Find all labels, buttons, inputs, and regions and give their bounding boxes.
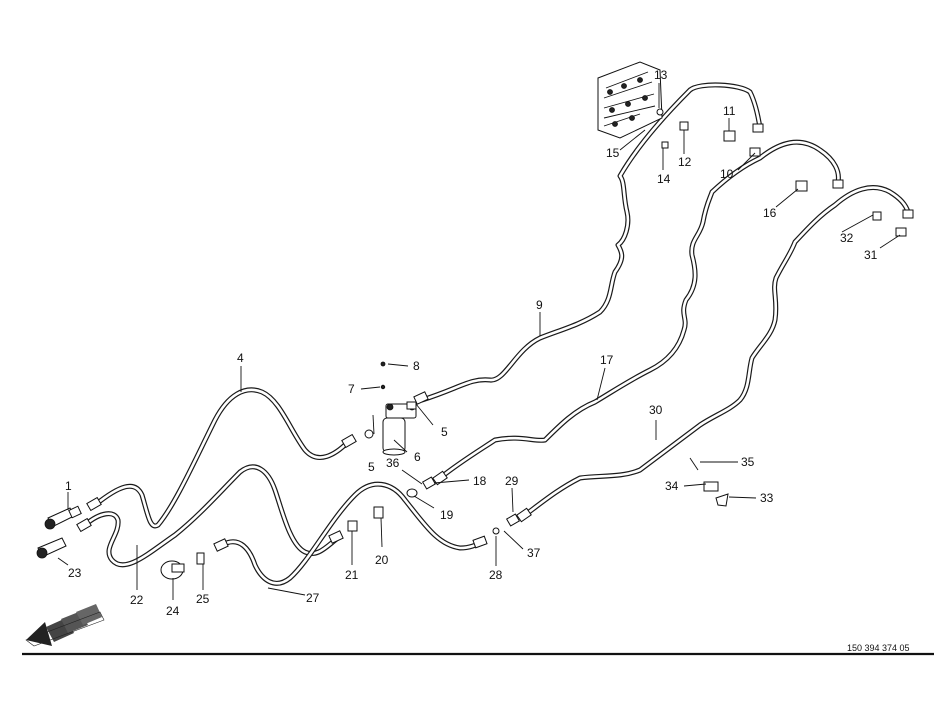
callout-5b: 5: [441, 425, 448, 439]
callout-20: 20: [375, 553, 389, 567]
quick-coupling-23: [36, 537, 67, 559]
callout-15: 15: [606, 146, 620, 160]
direction-arrow-icon: [25, 604, 105, 647]
filter-housing: [382, 403, 417, 456]
callout-28: 28: [489, 568, 503, 582]
callout-31: 31: [864, 248, 878, 262]
callout-35: 35: [741, 455, 755, 469]
hose-17: [437, 139, 841, 481]
hose-4: [92, 387, 351, 529]
callout-16: 16: [763, 206, 777, 220]
callout-25: 25: [196, 592, 210, 606]
small-parts: [160, 108, 907, 580]
callout-24: 24: [166, 604, 180, 618]
control-valve-block: [597, 61, 663, 139]
callout-32: 32: [840, 231, 854, 245]
callout-36: 36: [386, 456, 400, 470]
callout-1: 1: [65, 479, 72, 493]
callout-12: 12: [678, 155, 692, 169]
hose-30: [522, 185, 911, 518]
callout-27: 27: [306, 591, 320, 605]
callout-5a: 5: [368, 460, 375, 474]
callout-8: 8: [413, 359, 420, 373]
callout-17: 17: [600, 353, 614, 367]
callout-9: 9: [536, 298, 543, 312]
hose-9: [419, 82, 763, 403]
callout-29: 29: [505, 474, 519, 488]
callout-19: 19: [440, 508, 454, 522]
callout-23: 23: [68, 566, 82, 580]
callout-6: 6: [414, 450, 421, 464]
callout-33: 33: [760, 491, 774, 505]
leader-lines: [57, 83, 901, 600]
callout-21: 21: [345, 568, 359, 582]
callout-30: 30: [649, 403, 663, 417]
callout-14: 14: [657, 172, 671, 186]
callout-7: 7: [348, 382, 355, 396]
callout-34: 34: [665, 479, 679, 493]
quick-coupling-1: [44, 505, 82, 530]
callout-18: 18: [473, 474, 487, 488]
callout-labels: 1 4 5 5 6 7 8 9 10 11 12 13 14 15 16 17 …: [65, 68, 878, 618]
callout-4: 4: [237, 351, 244, 365]
hose-22: [82, 464, 341, 568]
hose-end-fittings: [76, 123, 914, 552]
document-number: 150 394 374 05: [847, 643, 910, 653]
callout-22: 22: [130, 593, 144, 607]
callout-10: 10: [720, 167, 734, 181]
callout-11: 11: [723, 104, 736, 118]
hose-27: [219, 481, 485, 586]
callout-37: 37: [527, 546, 541, 560]
callout-13: 13: [654, 68, 668, 82]
